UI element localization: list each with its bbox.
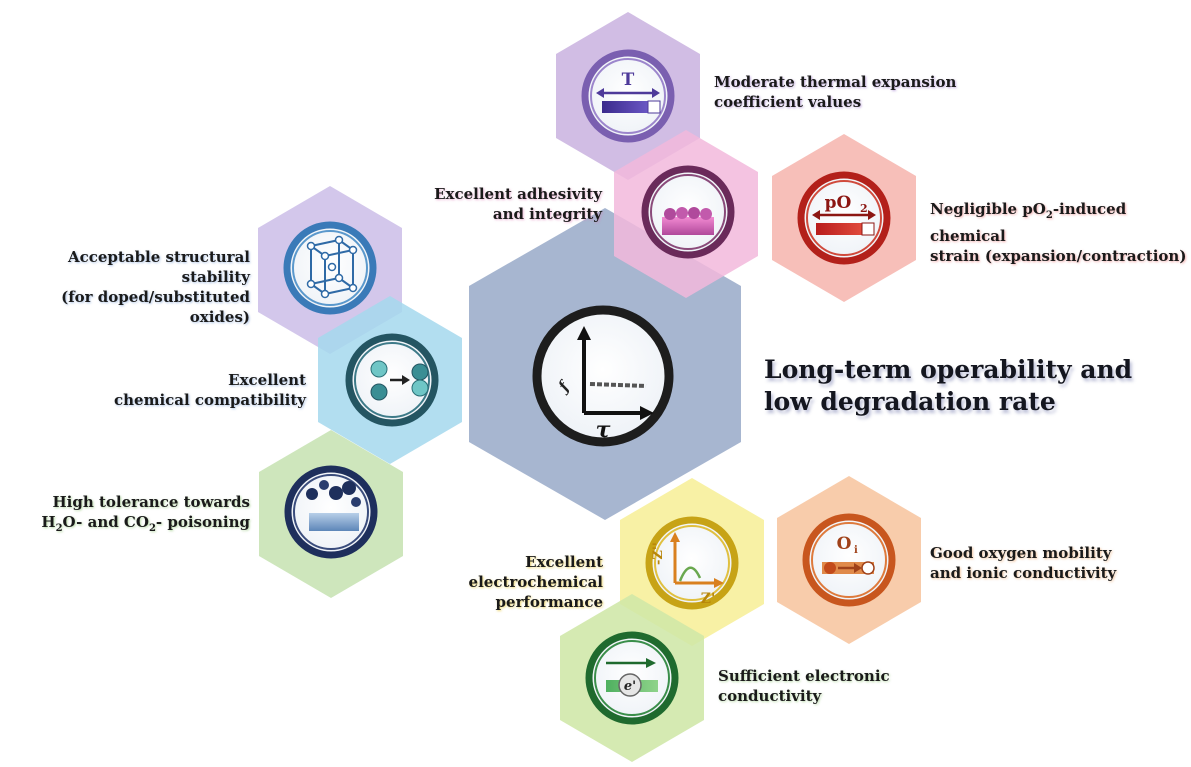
chemical-strain-icon: pO 2 (797, 171, 891, 265)
chemical-compatibility-icon (345, 333, 439, 427)
electronic-conductivity-icon: e' (585, 631, 679, 725)
compatibility-label: Excellent chemical compatibility (114, 371, 306, 409)
svg-text:e': e' (624, 679, 636, 694)
tau-symbol: τ (596, 417, 611, 443)
svg-text:T: T (622, 70, 635, 90)
svg-text:Z': Z' (701, 591, 716, 607)
poisoning-label: High tolerance towards H2O- and CO2- poi… (41, 493, 250, 534)
poisoning-tolerance-icon (284, 465, 378, 559)
thermal-label: Moderate thermal expansion coefficient v… (714, 73, 957, 111)
svg-text:pO: pO (825, 193, 852, 213)
thermal-expansion-icon: T (581, 49, 675, 143)
impedance-icon: -Z'' Z' (645, 516, 739, 610)
svg-text:2: 2 (860, 202, 868, 215)
oxygen-mobility-icon: O i (802, 513, 896, 607)
structural-label: Acceptable structural stability (for dop… (61, 248, 250, 326)
main-title: Long-term operability and low degradatio… (764, 355, 1133, 416)
adhesivity-icon (641, 165, 735, 259)
time-degradation-icon: ƒ τ (532, 305, 674, 447)
chemical-strain-label: Negligible pO2-induced chemical strain (… (930, 200, 1187, 265)
electrochemical-label: Excellent electrochemical performance (468, 553, 603, 611)
electronic-label: Sufficient electronic conductivity (718, 667, 890, 705)
svg-text:i: i (854, 545, 858, 556)
oxygen-label: Good oxygen mobility and ionic conductiv… (930, 544, 1117, 582)
crystal-structure-icon (283, 221, 377, 315)
svg-text:O: O (837, 534, 852, 554)
adhesivity-label: Excellent adhesivity and integrity (434, 185, 602, 223)
svg-text:-Z'': -Z'' (651, 542, 666, 565)
